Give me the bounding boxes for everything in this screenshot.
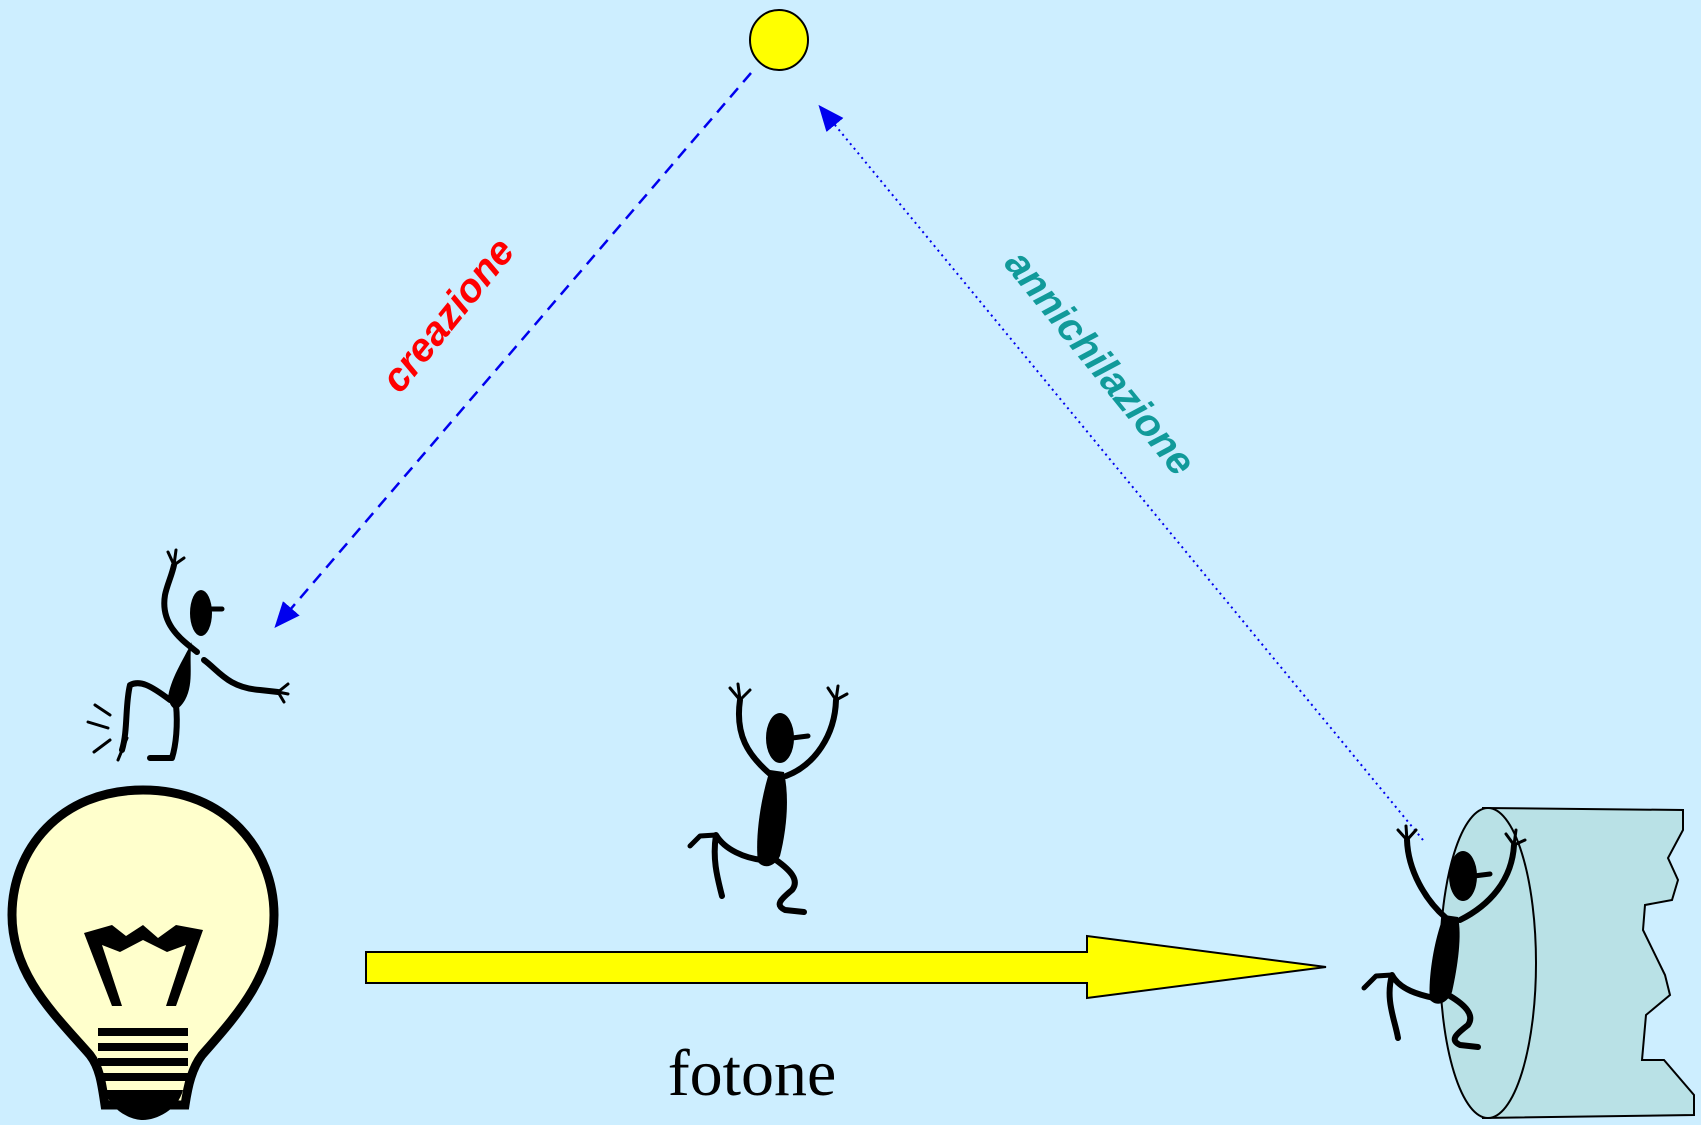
stick-figure-emitted-icon [86,548,290,762]
creation-arrow [274,72,752,629]
stick-figure-running-icon [687,682,849,915]
light-bulb-icon [7,785,279,1120]
wall-cylinder-icon [1439,806,1695,1120]
photon-label: fotone [668,1037,837,1110]
annihilation-arrow [818,104,1424,841]
photon-arrow [365,934,1327,1000]
stick-figure-absorbed-icon [1361,824,1527,1050]
yellow-dot-icon [749,9,809,71]
